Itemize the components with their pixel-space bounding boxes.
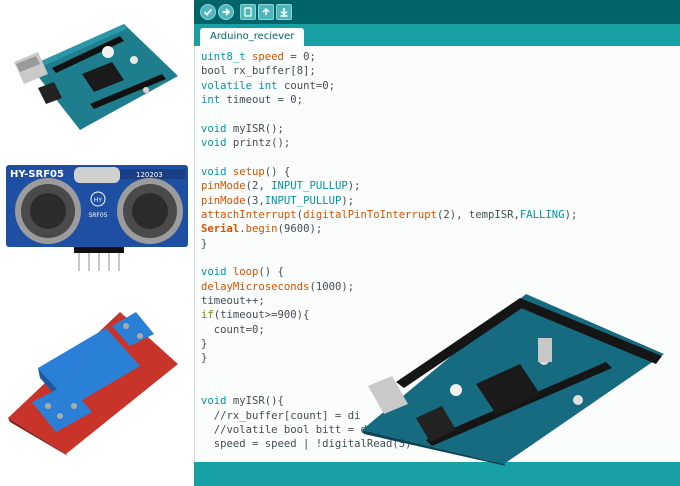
save-button[interactable] (276, 4, 292, 20)
sensor-label: HY-SRF05 (10, 169, 64, 180)
code-token: ( (296, 208, 304, 221)
ide-toolbar (194, 0, 680, 24)
code-token: ); (347, 180, 361, 193)
code-token: INPUT_PULLUP (264, 194, 342, 207)
sensor-code: 120203 (136, 171, 163, 179)
ide-status-bar (194, 462, 680, 486)
code-token: void (201, 137, 227, 150)
code-line: if(timeout>=900){ (201, 308, 309, 322)
check-icon (203, 8, 213, 16)
code-line: attachInterrupt(digitalPinToInterrupt(2)… (201, 208, 577, 222)
code-token: } (201, 352, 208, 365)
code-token: attachInterrupt (201, 208, 297, 221)
code-token: ); (564, 208, 578, 221)
code-token: void (201, 395, 227, 408)
code-token: setup (232, 165, 265, 178)
arduino-ide-window: Arduino_reciever uint8_t speed = 0;bool … (194, 0, 680, 486)
code-token: count=0; (277, 79, 335, 92)
sensor-model: SRF05 (88, 212, 107, 219)
new-button[interactable] (240, 4, 256, 20)
code-line: timeout++; (201, 294, 265, 308)
code-line: Serial.begin(9600); (201, 222, 322, 236)
code-token: if (201, 309, 214, 322)
code-line: void setup() { (201, 165, 290, 179)
hy-srf05-ultrasonic-sensor: HY-SRF05 120203 HY SRF05 (6, 165, 188, 271)
code-token: pinMode (201, 194, 246, 207)
relay-module (8, 312, 178, 456)
code-line: //rx_buffer[count] = di (201, 409, 361, 423)
code-token: bool rx_buffer[8]; (201, 65, 316, 78)
code-token: int (201, 94, 221, 107)
code-line: void myISR(){ (201, 394, 284, 408)
new-file-icon (244, 7, 252, 17)
code-line: volatile int count=0; (201, 79, 335, 93)
code-line: int timeout = 0; (201, 93, 303, 107)
code-token: delayMicroseconds (201, 280, 310, 293)
code-token: } (201, 237, 208, 250)
code-token: pinMode (201, 180, 246, 193)
code-token: timeout = 0; (220, 94, 304, 107)
code-line: pinMode(2, INPUT_PULLUP); (201, 179, 360, 193)
code-token: (timeout>=900){ (213, 309, 310, 322)
code-token: myISR(){ (226, 395, 284, 408)
code-token: INPUT_PULLUP (271, 180, 348, 193)
arduino-uno-board (14, 24, 178, 130)
code-token: (1000); (309, 280, 355, 293)
code-line: } (201, 237, 207, 251)
code-token: Serial (201, 223, 240, 236)
upload-button[interactable] (218, 4, 234, 20)
code-token: uint8_t (201, 51, 246, 63)
sensor-logo: HY (94, 197, 103, 204)
code-token: } (201, 338, 208, 350)
open-icon (262, 7, 270, 15)
code-token: timeout++; (201, 294, 265, 307)
save-icon (280, 8, 288, 17)
code-token: ); (341, 194, 355, 207)
arduino-mega-board (362, 294, 664, 466)
code-token: (2), tempISR, (437, 208, 520, 221)
code-token: () { (264, 165, 291, 178)
code-line: pinMode(3,INPUT_PULLUP); (201, 194, 354, 208)
open-button[interactable] (258, 4, 274, 20)
code-token: int (258, 79, 278, 92)
code-line: void loop() { (201, 265, 284, 279)
code-token: void (201, 122, 227, 135)
code-token: () { (258, 266, 284, 279)
code-token: begin (245, 223, 278, 236)
code-line: delayMicroseconds(1000); (201, 280, 354, 294)
code-line: void printz(); (201, 136, 290, 150)
code-token: (9600); (277, 223, 323, 236)
code-line: uint8_t speed = 0; (201, 50, 316, 64)
code-token: //rx_buffer[count] = di (201, 409, 361, 422)
code-token: myISR(); (226, 122, 284, 135)
code-line: } (201, 351, 207, 365)
code-token: speed (252, 51, 284, 63)
code-line: count=0; (201, 323, 265, 337)
ide-tab-bar: Arduino_reciever (194, 24, 680, 46)
code-token: digitalPinToInterrupt (303, 208, 437, 221)
code-token: = 0; (283, 51, 316, 63)
code-token: void (201, 165, 227, 178)
code-line: } (201, 337, 207, 351)
code-line: bool rx_buffer[8]; (201, 64, 316, 78)
verify-button[interactable] (200, 4, 216, 20)
arrow-right-icon (222, 8, 231, 16)
code-line: void myISR(); (201, 122, 284, 136)
code-token: void (201, 266, 227, 279)
code-token: FALLING (519, 208, 565, 221)
code-token: count=0; (201, 323, 265, 336)
code-token: (3, (245, 194, 265, 207)
code-token: loop (232, 266, 259, 279)
code-token: . (239, 223, 246, 236)
code-token: (2, (245, 180, 272, 193)
code-token: volatile (201, 79, 253, 92)
tab-sketch[interactable]: Arduino_reciever (200, 28, 305, 46)
code-token: printz(); (226, 137, 291, 150)
